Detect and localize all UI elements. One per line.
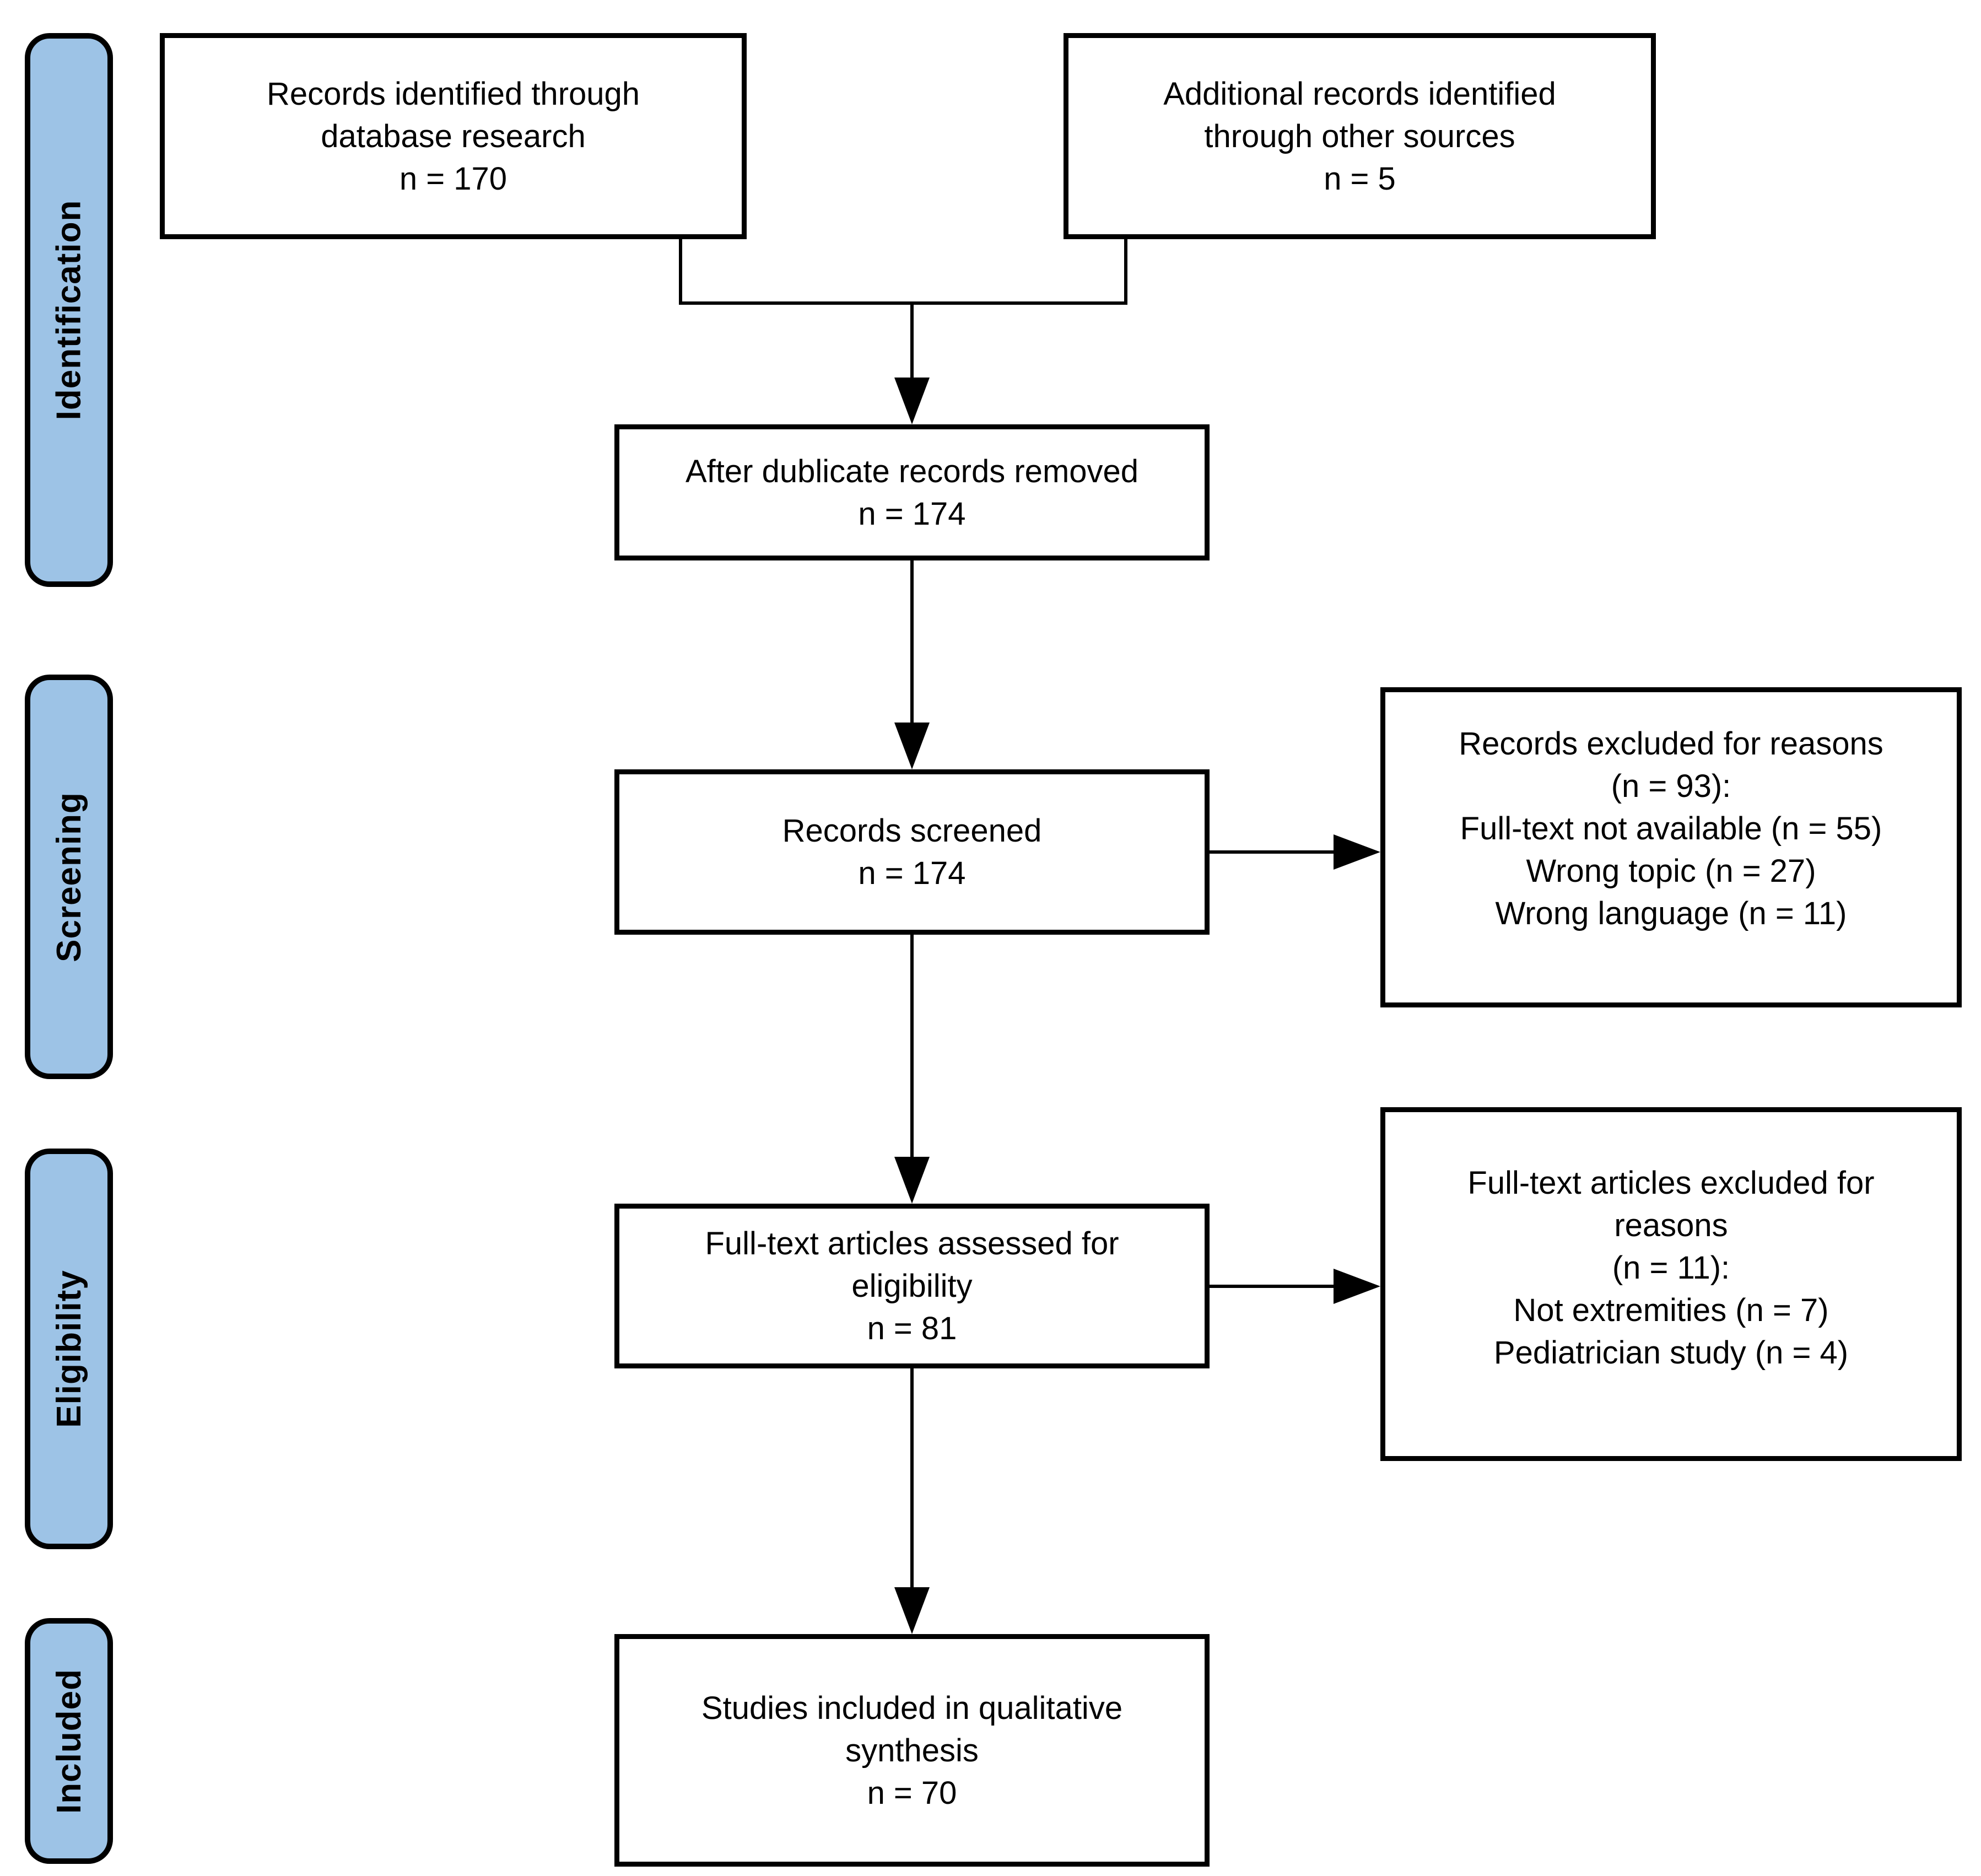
node-count: (n = 93): <box>1611 768 1731 804</box>
phase-label-eligibility: Eligibility <box>50 1270 88 1428</box>
arrowhead-right-icon <box>1334 1269 1380 1304</box>
phase-tab-eligibility: Eligibility <box>25 1149 113 1549</box>
arrowhead-down-icon <box>894 378 930 424</box>
node-count: n = 170 <box>399 160 508 197</box>
phase-label-identification: Identification <box>50 200 88 421</box>
connector-dedup-to-screened <box>910 560 914 723</box>
node-count: n = 81 <box>867 1311 957 1346</box>
node-line: After dublicate records removed <box>685 453 1139 489</box>
node-count: n = 5 <box>1324 160 1396 197</box>
node-reason: Not extremities (n = 7) <box>1513 1292 1829 1328</box>
connector-fulltext-to-excluded <box>1210 1285 1334 1288</box>
node-fulltext-excluded: Full-text articles excluded for reasons … <box>1380 1107 1962 1461</box>
node-studies-included: Studies included in qualitative synthesi… <box>614 1634 1210 1867</box>
node-line: database research <box>321 118 586 154</box>
node-line: Records identified through <box>266 76 640 112</box>
node-line: synthesis <box>845 1732 979 1769</box>
phase-tab-screening: Screening <box>25 675 113 1079</box>
node-records-identified: Records identified through database rese… <box>160 33 747 239</box>
node-line: Additional records identified <box>1163 76 1556 112</box>
connector-screened-to-excluded <box>1210 850 1334 854</box>
node-reason: Wrong language (n = 11) <box>1495 896 1847 931</box>
phase-tab-identification: Identification <box>25 33 113 587</box>
node-count: n = 174 <box>858 495 966 532</box>
node-count: n = 70 <box>867 1775 957 1811</box>
node-line: Records excluded for reasons <box>1459 726 1883 762</box>
connector-merge-horizontal <box>679 301 1127 305</box>
connector-merge-drop <box>910 305 914 378</box>
node-line: Records screened <box>782 813 1042 849</box>
node-line: Full-text articles excluded for <box>1467 1165 1875 1201</box>
node-count: n = 174 <box>858 855 966 891</box>
node-line: eligibility <box>851 1268 973 1304</box>
node-line: through other sources <box>1204 118 1515 154</box>
node-records-excluded: Records excluded for reasons (n = 93): F… <box>1380 687 1962 1007</box>
connector-screened-to-fulltext <box>910 935 914 1157</box>
phase-label-included: Included <box>50 1668 88 1814</box>
arrowhead-right-icon <box>1334 834 1380 870</box>
node-reason: Wrong topic (n = 27) <box>1526 853 1816 889</box>
connector-merge-right <box>1124 239 1127 305</box>
arrowhead-down-icon <box>894 1587 930 1634</box>
node-records-screened: Records screened n = 174 <box>614 769 1210 935</box>
connector-merge-left <box>679 239 682 305</box>
node-line: Studies included in qualitative <box>701 1690 1123 1726</box>
node-duplicates-removed: After dublicate records removed n = 174 <box>614 424 1210 560</box>
node-reason: Full-text not available (n = 55) <box>1460 811 1882 847</box>
node-line: Full-text articles assessed for <box>705 1226 1119 1262</box>
phase-label-screening: Screening <box>50 791 88 962</box>
node-additional-records: Additional records identified through ot… <box>1064 33 1656 239</box>
arrowhead-down-icon <box>894 723 930 769</box>
phase-tab-included: Included <box>25 1618 113 1864</box>
node-reason: Pediatrician study (n = 4) <box>1493 1335 1849 1371</box>
node-fulltext-assessed: Full-text articles assessed for eligibil… <box>614 1204 1210 1368</box>
node-line: reasons <box>1614 1207 1728 1243</box>
node-count: (n = 11): <box>1612 1250 1730 1286</box>
arrowhead-down-icon <box>894 1157 930 1204</box>
connector-fulltext-to-included <box>910 1368 914 1587</box>
